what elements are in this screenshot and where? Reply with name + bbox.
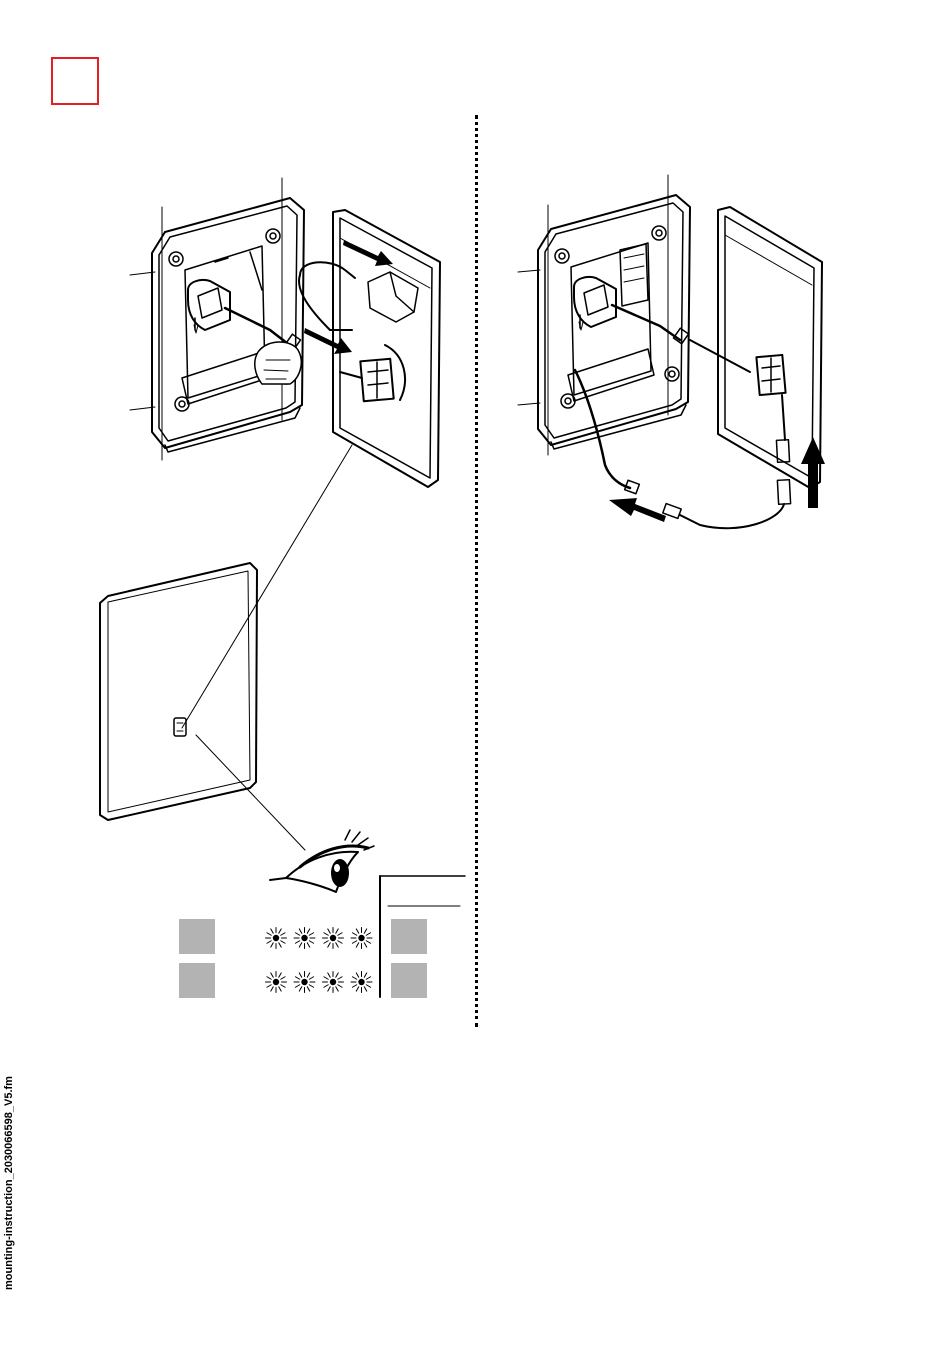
arrow-icon <box>304 240 393 354</box>
leader-line <box>196 735 305 850</box>
front-cover-plate <box>100 563 257 820</box>
leader-line <box>182 445 352 728</box>
led-blink-rows <box>266 928 373 993</box>
right-cover-plate <box>663 207 822 528</box>
left-cover-plate <box>299 210 440 487</box>
led-blink-icon <box>266 972 287 993</box>
eye-icon <box>270 830 374 892</box>
led-blink-icon <box>294 972 315 993</box>
led-blink-icon <box>323 928 344 949</box>
hand-icon <box>255 342 301 384</box>
led-blink-icon <box>294 928 315 949</box>
led-blink-icon <box>323 972 344 993</box>
led-blink-icon <box>351 928 372 949</box>
status-box <box>179 963 215 998</box>
left-mounting-frame <box>130 178 304 460</box>
led-blink-icon <box>266 928 287 949</box>
right-mounting-frame <box>518 175 690 494</box>
arrow-icon <box>609 437 825 522</box>
status-box <box>391 963 427 998</box>
led-window-icon <box>174 718 186 736</box>
status-box <box>179 919 215 954</box>
led-blink-icon <box>351 972 372 993</box>
status-box <box>391 919 427 954</box>
status-boxes <box>179 919 427 998</box>
